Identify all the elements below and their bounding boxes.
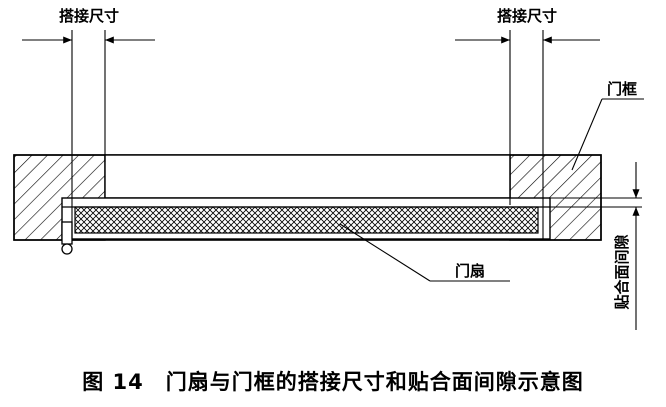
overlap-dimension-left: 搭接尺寸 xyxy=(22,7,155,239)
hinge xyxy=(61,221,73,255)
contact-gap-dimension: 贴合面间隙 xyxy=(550,162,642,330)
door-frame-callout: 门框 xyxy=(571,80,644,171)
frame-inner-rebate xyxy=(104,154,511,199)
overlap-dimension-right: 搭接尺寸 xyxy=(455,7,600,239)
overlap-label-right: 搭接尺寸 xyxy=(497,7,557,25)
door-leaf-core xyxy=(74,206,539,234)
contact-gap-label: 贴合面间隙 xyxy=(613,234,631,309)
figure-caption: 图 14 门扇与门框的搭接尺寸和贴合面间隙示意图 xyxy=(82,370,584,394)
door-leaf xyxy=(61,197,551,240)
door-leaf-callout: 门扇 xyxy=(339,223,510,282)
door-leaf-label: 门扇 xyxy=(455,262,485,280)
door-frame-label: 门框 xyxy=(607,80,637,98)
overlap-gap-diagram: 搭接尺寸 搭接尺寸 门框 门扇 贴合面间隙 xyxy=(13,7,644,330)
overlap-label-left: 搭接尺寸 xyxy=(59,7,119,25)
